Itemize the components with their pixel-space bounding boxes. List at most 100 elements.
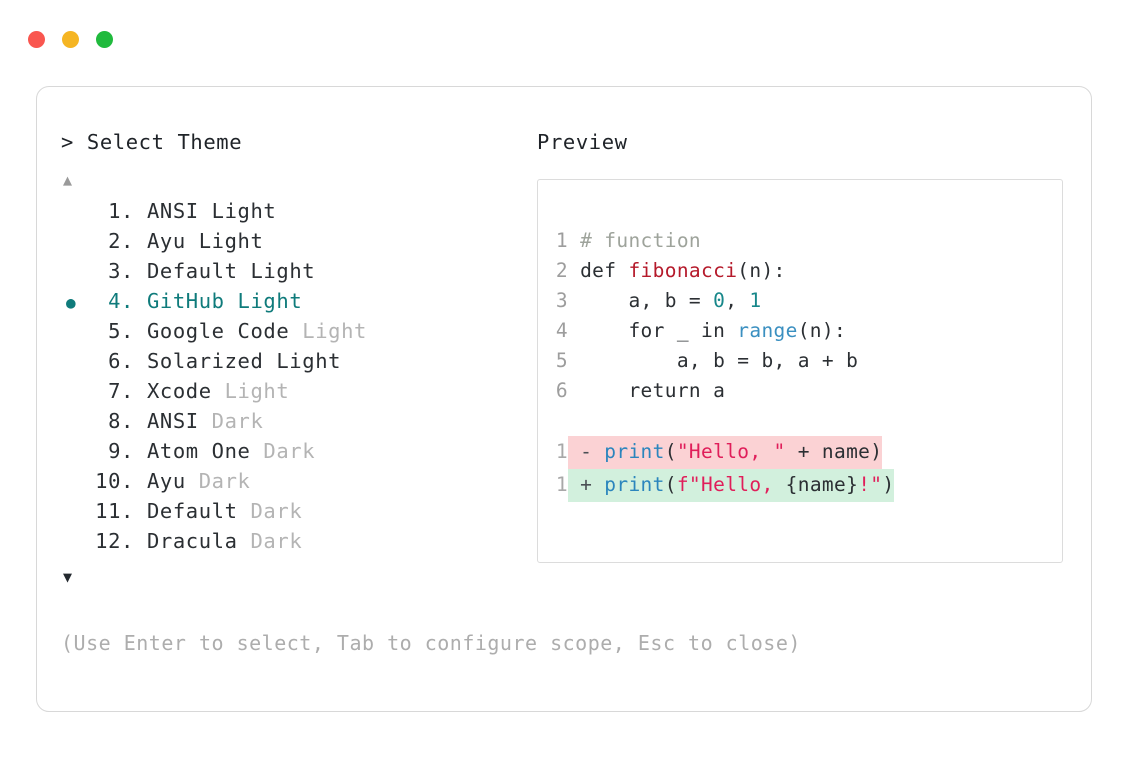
theme-item-variant: Light (263, 348, 342, 373)
window-traffic-lights (28, 31, 113, 48)
code-token: print (604, 472, 665, 496)
code-token: range (737, 318, 798, 342)
minimize-window-icon[interactable] (62, 31, 79, 48)
theme-item-variant: Dark (198, 408, 264, 433)
line-number: 1 (555, 472, 568, 496)
keyboard-hint: (Use Enter to select, Tab to configure s… (61, 631, 801, 655)
code-line-content (568, 316, 580, 346)
theme-item-index: 8. (95, 408, 134, 433)
line-number: 6 (555, 378, 568, 402)
theme-list-item[interactable]: ● 4. GitHub Light (61, 289, 531, 319)
code-line: 2 def fibonacci(n): (554, 256, 1062, 286)
theme-list-item[interactable]: 5. Google Code Light (61, 319, 531, 349)
theme-list-pane: > Select Theme ▲ 1. ANSI Light 2. Ayu Li… (61, 132, 531, 589)
diff-line-content: + print(f"Hello, {name}!") (568, 468, 895, 502)
theme-item-variant: Dark (185, 468, 251, 493)
code-line-content (568, 226, 580, 256)
theme-item-index: 1. (95, 198, 134, 223)
diff-sign: - (568, 439, 605, 463)
diff-added-line: 1 + print(f"Hello, {name}!") (554, 468, 1062, 502)
code-line-tokens: def fibonacci(n): (580, 256, 786, 286)
code-line: 6 return a (554, 376, 1062, 406)
theme-item-index: 10. (95, 468, 134, 493)
code-token: ) (882, 472, 895, 496)
code-token: f"Hello, (676, 472, 786, 496)
code-token: print (604, 439, 665, 463)
line-number: 2 (555, 258, 568, 282)
code-line-tokens: a, b = b, a + b (580, 346, 858, 376)
theme-list-item[interactable]: 7. Xcode Light (61, 379, 531, 409)
theme-item-variant: Dark (250, 438, 316, 463)
code-line-content (568, 256, 580, 286)
theme-item-index: 2. (95, 228, 134, 253)
code-token: 1 (749, 288, 762, 312)
theme-list-item[interactable]: 11. Default Dark (61, 499, 531, 529)
theme-item-index: 7. (95, 378, 134, 403)
theme-item-variant: Light (224, 288, 303, 313)
theme-item-index: 11. (95, 498, 134, 523)
theme-item-name: GitHub (134, 288, 225, 313)
theme-item-name: Dracula (134, 528, 238, 553)
theme-item-name: Solarized (134, 348, 264, 373)
close-window-icon[interactable] (28, 31, 45, 48)
theme-list-item[interactable]: 12. Dracula Dark (61, 529, 531, 559)
theme-list-item[interactable]: 8. ANSI Dark (61, 409, 531, 439)
code-token: # function (580, 228, 701, 252)
theme-item-index: 3. (95, 258, 134, 283)
theme-item-variant: Light (185, 228, 264, 253)
code-line-tokens: a, b = 0, 1 (580, 286, 761, 316)
code-line-content (568, 376, 580, 406)
code-token: !" (858, 472, 883, 496)
theme-item-variant: Light (211, 378, 290, 403)
theme-list-item[interactable]: 9. Atom One Dark (61, 439, 531, 469)
code-token: a, b = (580, 288, 714, 312)
scroll-down-icon[interactable]: ▼ (63, 568, 73, 586)
code-token: (n): (737, 258, 786, 282)
theme-list-item[interactable]: 10. Ayu Dark (61, 469, 531, 499)
code-token: ( (664, 472, 677, 496)
line-number: 5 (555, 348, 568, 372)
code-token: "Hello, " (676, 439, 786, 463)
theme-list-item[interactable]: 3. Default Light (61, 259, 531, 289)
code-line-tokens: return a (580, 376, 725, 406)
page-title: > Select Theme (61, 130, 243, 154)
diff-removed-line: 1 - print("Hello, " + name) (554, 435, 1062, 469)
theme-item-name: Atom One (134, 438, 251, 463)
code-token: (n): (797, 318, 847, 342)
code-token: , (725, 288, 750, 312)
code-line: 4 for _ in range(n): (554, 316, 1062, 346)
theme-item-name: ANSI (134, 198, 199, 223)
theme-item-name: Default (134, 258, 238, 283)
theme-item-name: Xcode (134, 378, 212, 403)
code-line: 5 a, b = b, a + b (554, 346, 1062, 376)
theme-item-variant: Dark (237, 498, 303, 523)
theme-item-index: 4. (95, 288, 134, 313)
theme-list: 1. ANSI Light 2. Ayu Light 3. Default Li… (61, 199, 531, 559)
theme-list-item[interactable]: 6. Solarized Light (61, 349, 531, 379)
theme-item-index: 6. (95, 348, 134, 373)
theme-list-item[interactable]: 1. ANSI Light (61, 199, 531, 229)
code-line-content (568, 346, 580, 376)
theme-item-variant: Light (237, 258, 316, 283)
theme-item-name: Default (134, 498, 238, 523)
theme-item-index: 5. (95, 318, 134, 343)
theme-item-index: 12. (95, 528, 134, 553)
code-token: 0 (713, 288, 726, 312)
code-line: 1 # function (554, 226, 1062, 256)
line-number: 3 (555, 288, 568, 312)
scroll-up-icon[interactable]: ▲ (63, 171, 73, 189)
maximize-window-icon[interactable] (96, 31, 113, 48)
code-line-tokens: # function (580, 226, 701, 256)
theme-list-item[interactable]: 2. Ayu Light (61, 229, 531, 259)
code-line-tokens: for _ in range(n): (580, 316, 846, 346)
code-token: a, b = b, a + b (580, 348, 859, 372)
preview-label: Preview (537, 130, 628, 154)
code-token: {name} (785, 472, 859, 496)
theme-item-name: Google Code (134, 318, 290, 343)
code-line-content (568, 286, 580, 316)
code-spacer (554, 406, 1062, 436)
code-token: ( (664, 439, 677, 463)
